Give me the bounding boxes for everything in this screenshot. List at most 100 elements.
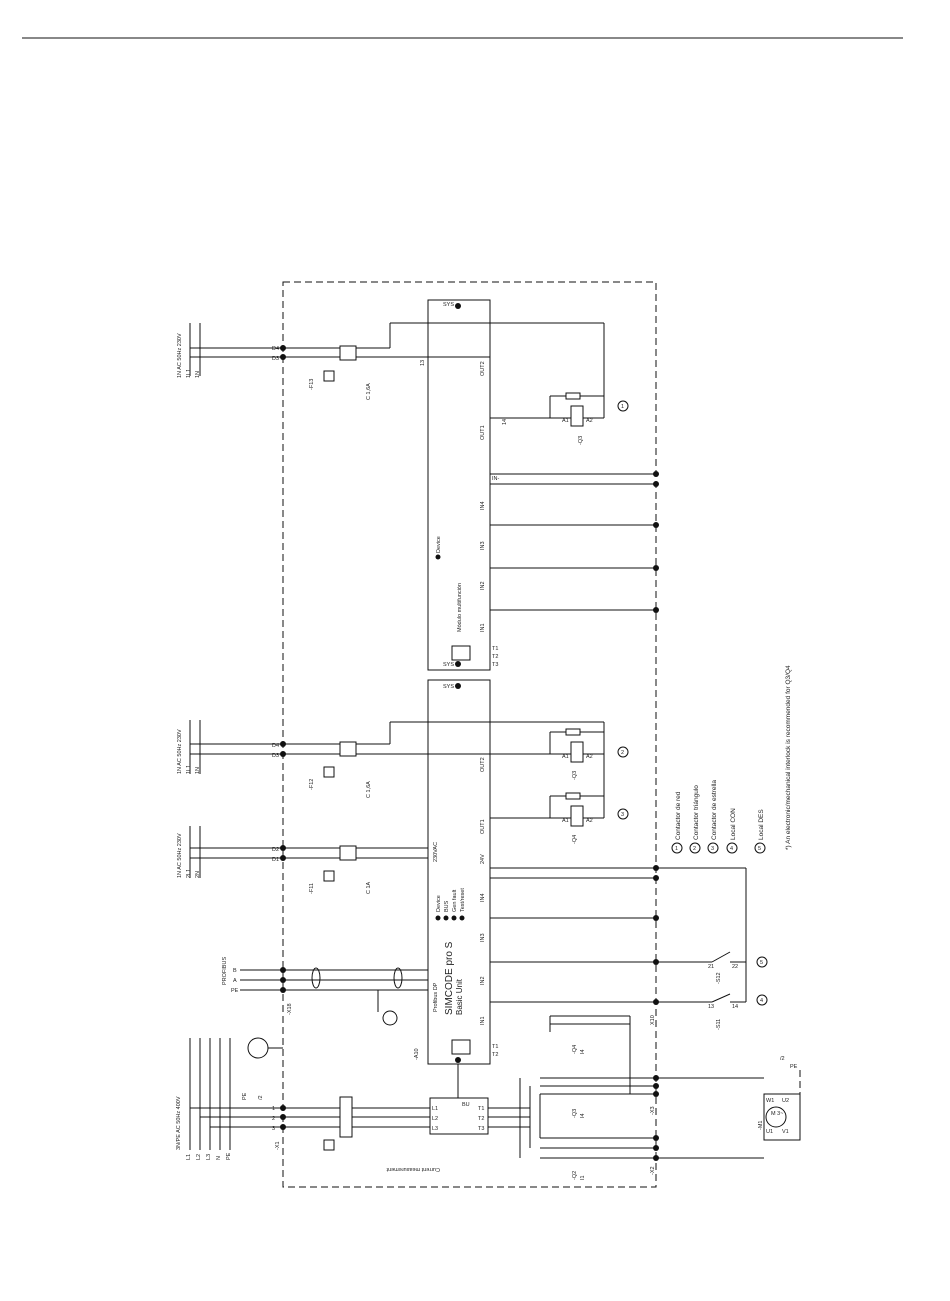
- supply-3-d2: D2: [272, 847, 279, 853]
- supply-2-term-d3: [280, 751, 286, 757]
- led-gen-fault-label: Gen fault: [452, 889, 458, 912]
- contactor-q2-sub: I1: [580, 1175, 586, 1180]
- marker-4-num: 4: [760, 998, 763, 1004]
- module-sys-connector: [455, 303, 461, 309]
- profibus-connection: PROFIBUS B A PE -X18: [222, 957, 428, 1026]
- q2-term-2: [653, 1145, 659, 1151]
- marker-1-num: 1: [621, 404, 624, 410]
- module-in3: IN3: [480, 541, 486, 550]
- profibus-pin-b: B: [233, 968, 237, 974]
- main-breaker-handle: [323, 1139, 335, 1151]
- s11-term-14: 14: [732, 1004, 738, 1010]
- device-subtitle: Basic Unit: [455, 978, 464, 1015]
- module-term-14: 14: [502, 419, 508, 425]
- coil-q3-top-ref: -Q3: [578, 436, 584, 445]
- main-term-1: [280, 1105, 286, 1111]
- basic-unit-body: [427, 679, 491, 1065]
- module-in1-terminal: [653, 607, 659, 613]
- contactor-q4-sub: I4: [580, 1049, 586, 1054]
- legend-1-circle: [671, 842, 683, 854]
- supply-2: 1N AC 50Hz 230V 1L1 1N D4 D3 -F12 C 1,6A: [177, 720, 372, 798]
- main-pe-ref: /2: [258, 1095, 264, 1100]
- interlock-footnote: *) An electronic/mechanical interlock is…: [785, 665, 792, 850]
- module-common-terminal: [653, 471, 659, 477]
- coil-q3-top-rc: [565, 392, 581, 400]
- motor-pe-ref: /2: [780, 1056, 785, 1062]
- breaker-f11-rating: C 1A: [366, 881, 372, 894]
- legend-1-num: 1: [675, 846, 678, 852]
- coil-q3-lower-a2: A2: [586, 754, 593, 760]
- basic-sys-label: SYS: [443, 684, 454, 690]
- marker-3: [617, 808, 629, 820]
- s11-term-13: 13: [708, 1004, 714, 1010]
- led-test-reset-label: Test/reset: [460, 888, 466, 912]
- main-term-3: [280, 1124, 286, 1130]
- s12-term-22: 22: [732, 964, 738, 970]
- breaker-f13-handle: [323, 370, 335, 382]
- supply-3-term-d1: [280, 855, 286, 861]
- main-line-pe: PE: [226, 1152, 232, 1160]
- module-t3: T3: [492, 662, 498, 668]
- coil-q4-rc: [565, 792, 581, 800]
- supply-2-line-l: 1L1: [186, 765, 192, 774]
- motor-terminal-box: [763, 1093, 801, 1141]
- markers: 1 2 3 4 5: [617, 400, 768, 1006]
- led-device-label: Device: [436, 895, 442, 912]
- terminal-x3: -X3: [650, 1106, 656, 1115]
- main-ref-x1: -X1: [275, 1141, 281, 1150]
- device-out1: OUT1: [480, 819, 486, 834]
- led-device: [435, 915, 441, 921]
- module-in1: IN1: [480, 623, 486, 632]
- device-profibus-dp: Profibus DP: [433, 982, 439, 1012]
- supply-3-line-l: 2L1: [186, 869, 192, 878]
- motor-v1: V1: [782, 1129, 789, 1135]
- contactor-q4-ref: -Q4: [572, 1045, 578, 1054]
- cm-in-l3: L3: [432, 1126, 438, 1132]
- current-measurement: Current measurement L1 L2 L3 T1 T2 T3 BU: [386, 1064, 530, 1172]
- supply-3-line-n: 2N: [195, 871, 201, 878]
- coil-q3-top-a2: A2: [586, 418, 593, 424]
- main-t1: 1: [272, 1106, 275, 1112]
- coil-q3-lower-ref: -Q3: [572, 771, 578, 780]
- main-term-2: [280, 1114, 286, 1120]
- main-line-l1: L1: [186, 1154, 192, 1160]
- coil-q4-a2: A2: [586, 818, 593, 824]
- terminal-x2: -X2: [650, 1166, 656, 1175]
- profibus-term-b: [280, 967, 286, 973]
- marker-3-num: 3: [621, 812, 624, 818]
- device-out2: OUT2: [480, 757, 486, 772]
- module-t1: T1: [492, 646, 498, 652]
- module-in4: IN4: [480, 501, 486, 510]
- basic-thermistor-box: [451, 1039, 471, 1055]
- main-breaker-body: [339, 1096, 353, 1138]
- module-t2: T2: [492, 654, 498, 660]
- breaker-f11-handle: [323, 870, 335, 882]
- contactor-q3-ref: -Q3: [572, 1109, 578, 1118]
- module-in4-terminal: [653, 481, 659, 487]
- motor-symbol: [765, 1106, 787, 1128]
- supply-1: 1N AC 50Hz 230V 1L1 1N D4 D3 -F13 C 1,6A: [177, 323, 372, 400]
- s12-contact: [711, 951, 731, 963]
- coil-q3-lower-rc: [565, 728, 581, 736]
- module-in3-terminal: [653, 522, 659, 528]
- device-supply: 230VAC: [433, 842, 439, 862]
- legend-5-num: 5: [758, 846, 761, 852]
- legend-3-num: 3: [711, 846, 714, 852]
- cm-in-l2: L2: [432, 1116, 438, 1122]
- coil-q4-body: [570, 805, 584, 827]
- coil-q3-lower-body: [570, 741, 584, 763]
- main-line-n: N: [216, 1156, 222, 1160]
- supply-1-line-n: 1N: [195, 371, 201, 378]
- module-name: Módulo multifunción: [457, 583, 463, 632]
- profibus-pin-pe: PE: [231, 988, 239, 994]
- s12-ref: -S12: [716, 972, 722, 984]
- supply-1-d4: D4: [272, 346, 279, 352]
- breaker-f12-handle: [323, 766, 335, 778]
- module-body: [427, 299, 491, 671]
- marker-2-num: 2: [621, 750, 624, 756]
- s11-ref: -S11: [716, 1019, 722, 1030]
- breaker-f11-ref: -F11: [309, 883, 315, 894]
- motor-u1: U1: [766, 1129, 773, 1135]
- motor-label: M 3~: [771, 1111, 783, 1117]
- profibus-term-pe: [280, 987, 286, 993]
